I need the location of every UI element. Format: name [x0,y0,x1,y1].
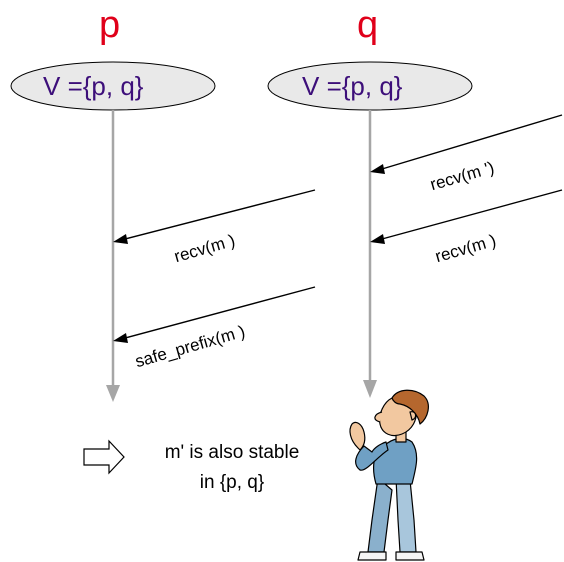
hollow-right-arrow-icon [83,439,125,475]
view-label-q: V ={p, q} [302,71,403,101]
message-arrow-safe-prefix-p [113,286,316,343]
message-arrow-recv-m-q [370,189,563,244]
message-arrow-recv-m-prime-q [370,114,563,174]
view-label-p: V ={p, q} [43,71,144,101]
message-arrow-recv-m-p [113,189,316,244]
process-label-p: p [99,4,121,46]
timeline-q [363,110,377,398]
conclusion-line-1: m' is also stable [164,442,300,463]
thinking-person-icon [349,389,429,561]
conclusion-note: m' is also stable in {p, q} [132,441,332,495]
conclusion-line-2: in {p, q} [199,472,265,493]
timeline-p [106,110,120,402]
process-label-q: q [357,4,379,46]
